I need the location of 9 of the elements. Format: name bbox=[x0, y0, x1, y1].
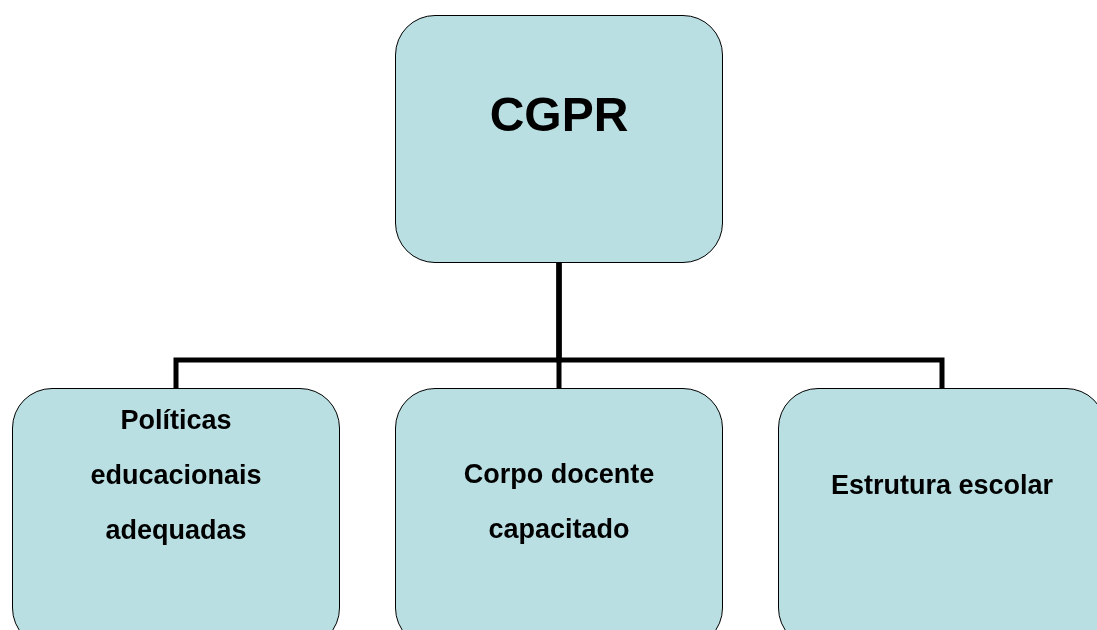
box-label: CGPR bbox=[489, 87, 629, 143]
box-label: Estrutura escolar bbox=[830, 469, 1054, 502]
rounded-box bbox=[778, 388, 1097, 630]
connector-line bbox=[556, 263, 945, 388]
box-label: Políticas educacionais adequadas bbox=[89, 404, 263, 547]
rounded-box bbox=[12, 388, 340, 630]
box-label: Corpo docente capacitado bbox=[462, 458, 656, 546]
rounded-box bbox=[395, 388, 723, 630]
rounded-box bbox=[395, 15, 723, 263]
